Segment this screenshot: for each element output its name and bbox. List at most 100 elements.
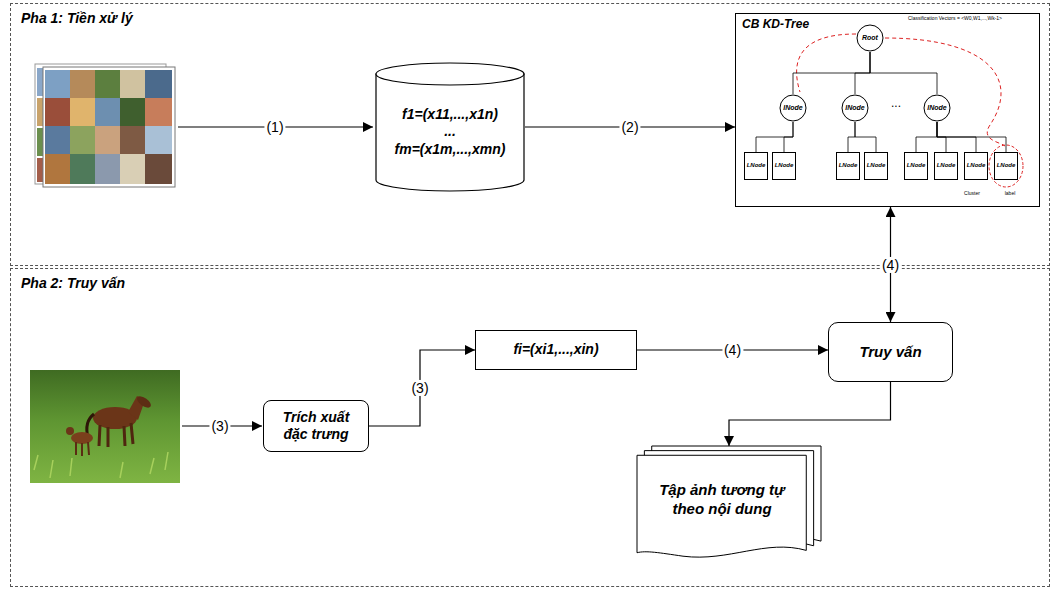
leaf-node-box: LNode [934, 152, 958, 180]
node-text: LNode [839, 162, 858, 170]
edge-label: (2) [619, 119, 640, 135]
photo-tile [70, 126, 95, 154]
query-photo [30, 370, 180, 483]
photo-tile [120, 126, 145, 154]
photo-tile [145, 70, 172, 98]
horse-head [135, 394, 153, 410]
edge-label: (3) [409, 380, 430, 396]
document-stack: Tập ảnh tương tự theo nội dung [637, 446, 821, 562]
photo-tile [95, 98, 120, 126]
node-text: Root [862, 34, 878, 43]
process-box: Truy vấn [828, 322, 953, 382]
photo-tile [145, 154, 172, 184]
tree-node-circle: Root [856, 24, 884, 52]
node-text: Tập ảnh tương tự theo nội dung [643, 481, 801, 519]
photo-tile [145, 98, 172, 126]
node-text: fm=(x1m,...,xmn) [395, 141, 506, 159]
photo-tile [95, 126, 120, 154]
photo-tile [45, 154, 70, 184]
photo-tile [120, 98, 145, 126]
photo-tile [145, 126, 172, 154]
photo-tile [37, 68, 43, 96]
horse-legs [99, 423, 133, 447]
flow-arrow [729, 382, 891, 446]
flow-arrow [369, 350, 475, 426]
leaf-node-box: LNode [744, 152, 768, 180]
phase-region: Pha 1: Tiền xử lýf1=(x11,...,x1n)...fm=(… [10, 3, 1050, 266]
edge-label: (4) [722, 342, 743, 358]
photo-tile [120, 154, 145, 184]
foal-head [66, 427, 74, 435]
callout-label: ... [889, 97, 903, 111]
node-text: ... [444, 123, 456, 141]
node-text: LNode [747, 162, 766, 170]
database-cylinder: f1=(x11,...,x1n)...fm=(x1m,...,xmn) [375, 62, 525, 192]
tree-link [855, 52, 870, 94]
grass-field [30, 370, 180, 483]
photo-tile [37, 158, 43, 182]
photo-tile [45, 70, 70, 98]
node-text: LNode [967, 162, 986, 170]
node-text: Pha 1: Tiền xử lý [21, 10, 133, 28]
foal-body [71, 432, 93, 444]
node-text: LNode [937, 162, 956, 170]
grass-blade [34, 452, 168, 478]
photo-tile [120, 70, 145, 98]
image-collage [35, 64, 175, 187]
phase-region: Pha 2: Truy vấnTrích xuất đặc trưng fi=(x… [10, 268, 1050, 587]
tree-node-circle: INode [923, 94, 951, 122]
node-text: Trích xuất đặc trưng [270, 409, 362, 444]
photo-tile [70, 70, 95, 98]
node-text: LNode [775, 162, 794, 170]
edge-label: (4) [880, 256, 901, 272]
node-text: CB KD-Tree [742, 17, 809, 32]
callout-label: (1) [264, 119, 285, 135]
tree-link [756, 122, 793, 152]
callout-label: (3) [209, 418, 230, 434]
leaf-node-box: LNode [864, 152, 888, 180]
node-text: LNode [907, 162, 926, 170]
circle-outline [842, 95, 868, 121]
traversal-path [797, 34, 856, 92]
node-text: LNode [867, 162, 886, 170]
tree-link [855, 122, 876, 152]
photo-tile [45, 126, 70, 154]
circle-outline [924, 95, 950, 121]
tree-link [793, 52, 870, 94]
cylinder-top [376, 63, 524, 85]
tree-node-circle: INode [841, 94, 869, 122]
tree-link [870, 52, 937, 94]
callout-label: Classification Vectors = <W0,W1,...,Wk-1… [906, 16, 1004, 22]
photo-tile [70, 154, 95, 184]
cylinder-body [376, 74, 524, 191]
cluster-outline [989, 145, 1023, 187]
leaf-node-box: LNode [994, 152, 1018, 180]
photo-tile [45, 98, 70, 126]
tree-link [916, 122, 937, 152]
photo-tile [37, 128, 43, 156]
tree-link [848, 122, 855, 152]
node-text: Truy vấn [859, 343, 921, 362]
node-text: INode [927, 104, 946, 113]
callout-label: Cluster [962, 191, 982, 197]
foal-legs [76, 442, 89, 456]
photo-tile [95, 154, 120, 184]
leaf-node-box: LNode [904, 152, 928, 180]
leaf-node-box: LNode [964, 152, 988, 180]
traversal-path [885, 38, 1005, 146]
circle-outline [780, 95, 806, 121]
node-text: INode [845, 104, 864, 113]
tree-link [937, 122, 1006, 152]
photo-tile [70, 98, 95, 126]
tree-node-circle: INode [779, 94, 807, 122]
node-text: LNode [997, 162, 1016, 170]
node-text: Pha 2: Truy vấn [21, 275, 125, 293]
node-text: fi=(xi1,...,xin) [513, 341, 598, 359]
leaf-node-box: LNode [836, 152, 860, 180]
tree-link [784, 122, 793, 152]
node-text: f1=(x11,...,x1n) [402, 106, 498, 124]
callout-label: label [1003, 191, 1018, 197]
process-box: Trích xuất đặc trưng [263, 400, 369, 452]
